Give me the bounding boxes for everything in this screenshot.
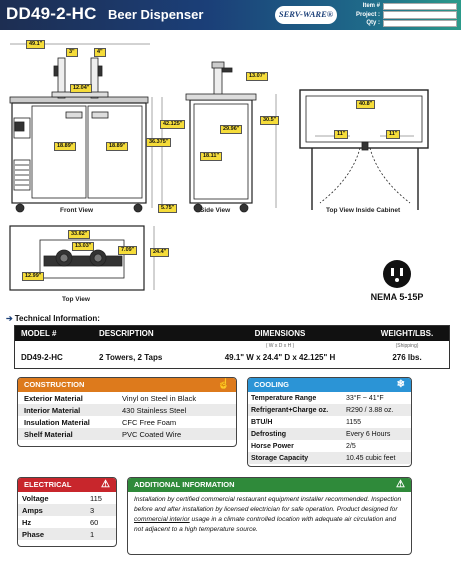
nema-plug: NEMA 5-15P (362, 260, 432, 302)
dim-front-cabinet-height: 36.375" (146, 138, 172, 147)
spec-subheader-row: ( W x D x H ) (Shipping) (15, 341, 449, 350)
dim-top-right: 7.09" (118, 246, 138, 255)
value-weight: 276 lbs. (392, 353, 422, 362)
model-title: DD49-2-HC (6, 4, 97, 23)
dim-front-tower-gap-a: 3" (66, 48, 78, 57)
top-view-caption: Top View (62, 296, 90, 303)
warning-icon: ⚠ (101, 479, 110, 490)
dim-side-depth-inner: 29.96" (220, 125, 243, 134)
col-dimensions: DIMENSIONS (254, 329, 306, 338)
plug-icon (383, 260, 411, 288)
dim-front-tower-gap-b: 4" (94, 48, 106, 57)
side-view-caption: Side View (200, 207, 231, 214)
hand-icon: ☝ (217, 379, 230, 390)
dim-top-depth: 24.4" (150, 248, 170, 257)
project-label: Project : (355, 11, 380, 18)
project-field[interactable] (383, 11, 457, 19)
electrical-header: ELECTRICAL⚠ (18, 478, 116, 492)
dim-front-door-left: 18.89" (54, 142, 77, 151)
col-description: DESCRIPTION (99, 329, 154, 338)
spec-header-row: MODEL # DESCRIPTION DIMENSIONS WEIGHT/LB… (15, 326, 449, 341)
dim-side-tower: 13.07" (246, 72, 269, 81)
side-view-drawing (185, 61, 277, 213)
spec-table: MODEL # DESCRIPTION DIMENSIONS WEIGHT/LB… (14, 325, 450, 369)
warning-icon: ⚠ (396, 479, 405, 490)
dim-inside-width: 40.8" (356, 100, 376, 109)
dim-top-width: 33.62" (68, 230, 91, 239)
additional-info-header: ADDITIONAL INFORMATION⚠ (128, 478, 411, 492)
dim-top-left: 12.99" (22, 272, 45, 281)
item-number-label: Item # (362, 3, 380, 10)
value-dimensions: 49.1" W x 24.4" D x 42.125" H (224, 353, 336, 362)
construction-header: CONSTRUCTION☝ (18, 378, 236, 392)
value-description: 2 Towers, 2 Taps (99, 353, 163, 362)
dim-front-caster: 5.75" (158, 204, 178, 213)
snowflake-icon: ❄ (396, 379, 405, 390)
front-view-drawing (9, 43, 163, 213)
dim-inside-right: 11" (386, 130, 401, 139)
col-weight: WEIGHT/LBS. (380, 329, 434, 338)
product-title: Beer Dispenser (108, 7, 204, 22)
dim-side-height: 30.5" (260, 116, 280, 125)
arrow-icon: ➔ (6, 314, 13, 323)
dim-side-interior: 18.11" (200, 152, 223, 161)
header-bar: DD49-2-HC Beer Dispenser SERV-WARE® Item… (0, 0, 461, 30)
additional-info-panel: ADDITIONAL INFORMATION⚠ Installation by … (127, 477, 412, 555)
front-view-caption: Front View (60, 207, 94, 214)
value-model: DD49-2-HC (21, 353, 63, 362)
dimensions-unit: ( W x D x H ) (265, 342, 295, 349)
additional-info-text: Installation by certified commercial res… (134, 496, 402, 533)
item-number-field[interactable] (383, 2, 457, 11)
dim-front-tower-spacing: 12.04" (70, 84, 93, 93)
dim-inside-left: 11" (334, 130, 349, 139)
top-inside-caption: Top View Inside Cabinet (326, 207, 401, 214)
nema-label: NEMA 5-15P (370, 292, 424, 302)
brand-logo: SERV-WARE® (275, 6, 337, 24)
col-model: MODEL # (21, 329, 57, 338)
qty-label: Qty : (366, 20, 380, 27)
cooling-header: COOLING❄ (248, 378, 411, 392)
weight-unit: (Shipping) (395, 342, 419, 349)
dim-front-door-right: 18.89" (106, 142, 129, 151)
dim-top-tower-spacing: 13.03" (72, 242, 95, 251)
drawings-svg (9, 43, 429, 291)
technical-heading: ➔Technical Information: (6, 314, 100, 323)
spec-value-row: DD49-2-HC 2 Towers, 2 Taps 49.1" W x 24.… (15, 350, 449, 365)
cooling-row: Refrigerant+Charge oz.R290 / 3.88 oz. (248, 404, 411, 416)
qty-field[interactable] (383, 19, 457, 28)
item-info-box: Item # Project : Qty : (345, 2, 457, 28)
technical-drawings: 49.1" 3" 4" 12.04" 42.125" 36.375" 18.89… (0, 30, 461, 310)
dim-front-width: 49.1" (26, 40, 46, 49)
dim-front-height: 42.125" (160, 120, 186, 129)
